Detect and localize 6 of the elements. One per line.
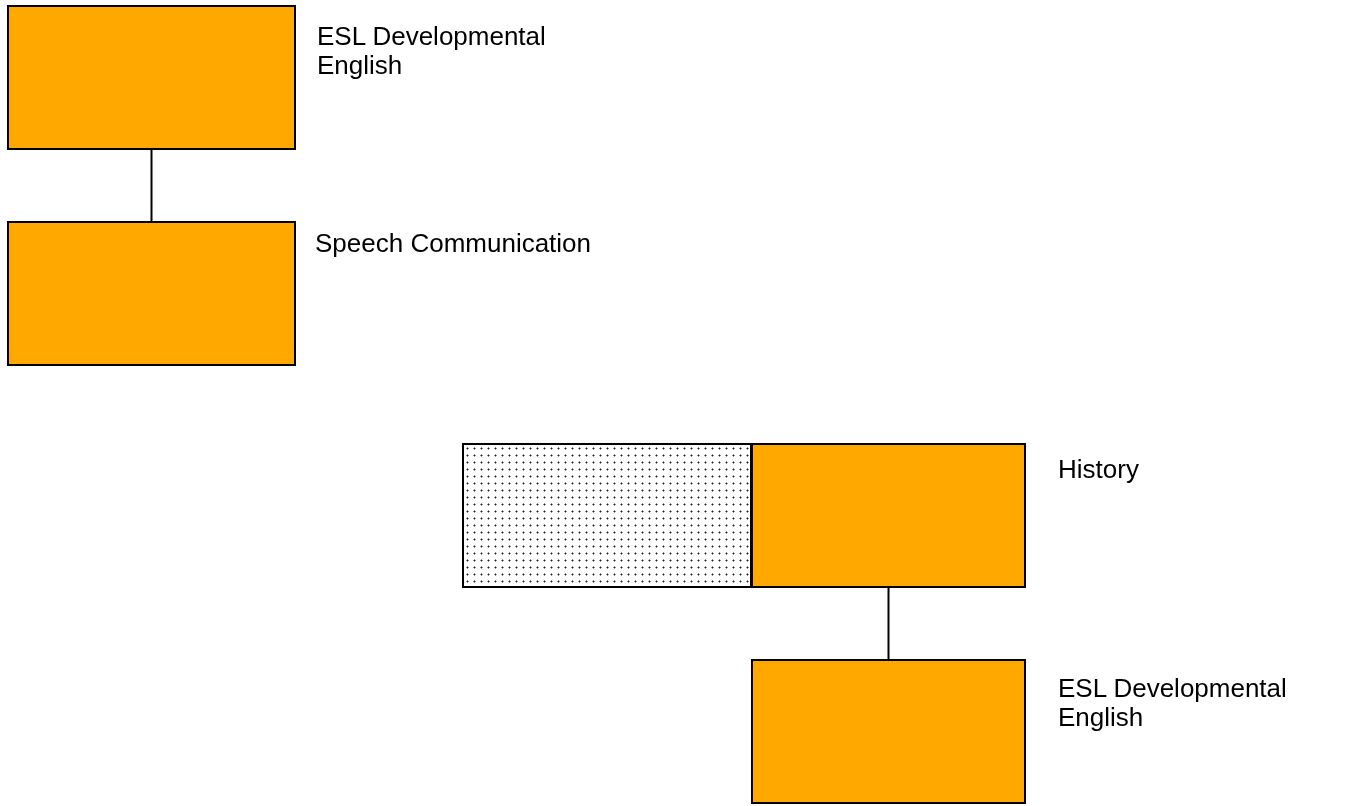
connector-line (887, 587, 890, 660)
connector-line (150, 149, 153, 222)
course-label: ESL Developmental English (317, 22, 547, 80)
course-label: ESL Developmental English (1058, 674, 1288, 732)
course-label: History (1058, 455, 1140, 484)
course-label: Speech Communication (315, 229, 593, 258)
